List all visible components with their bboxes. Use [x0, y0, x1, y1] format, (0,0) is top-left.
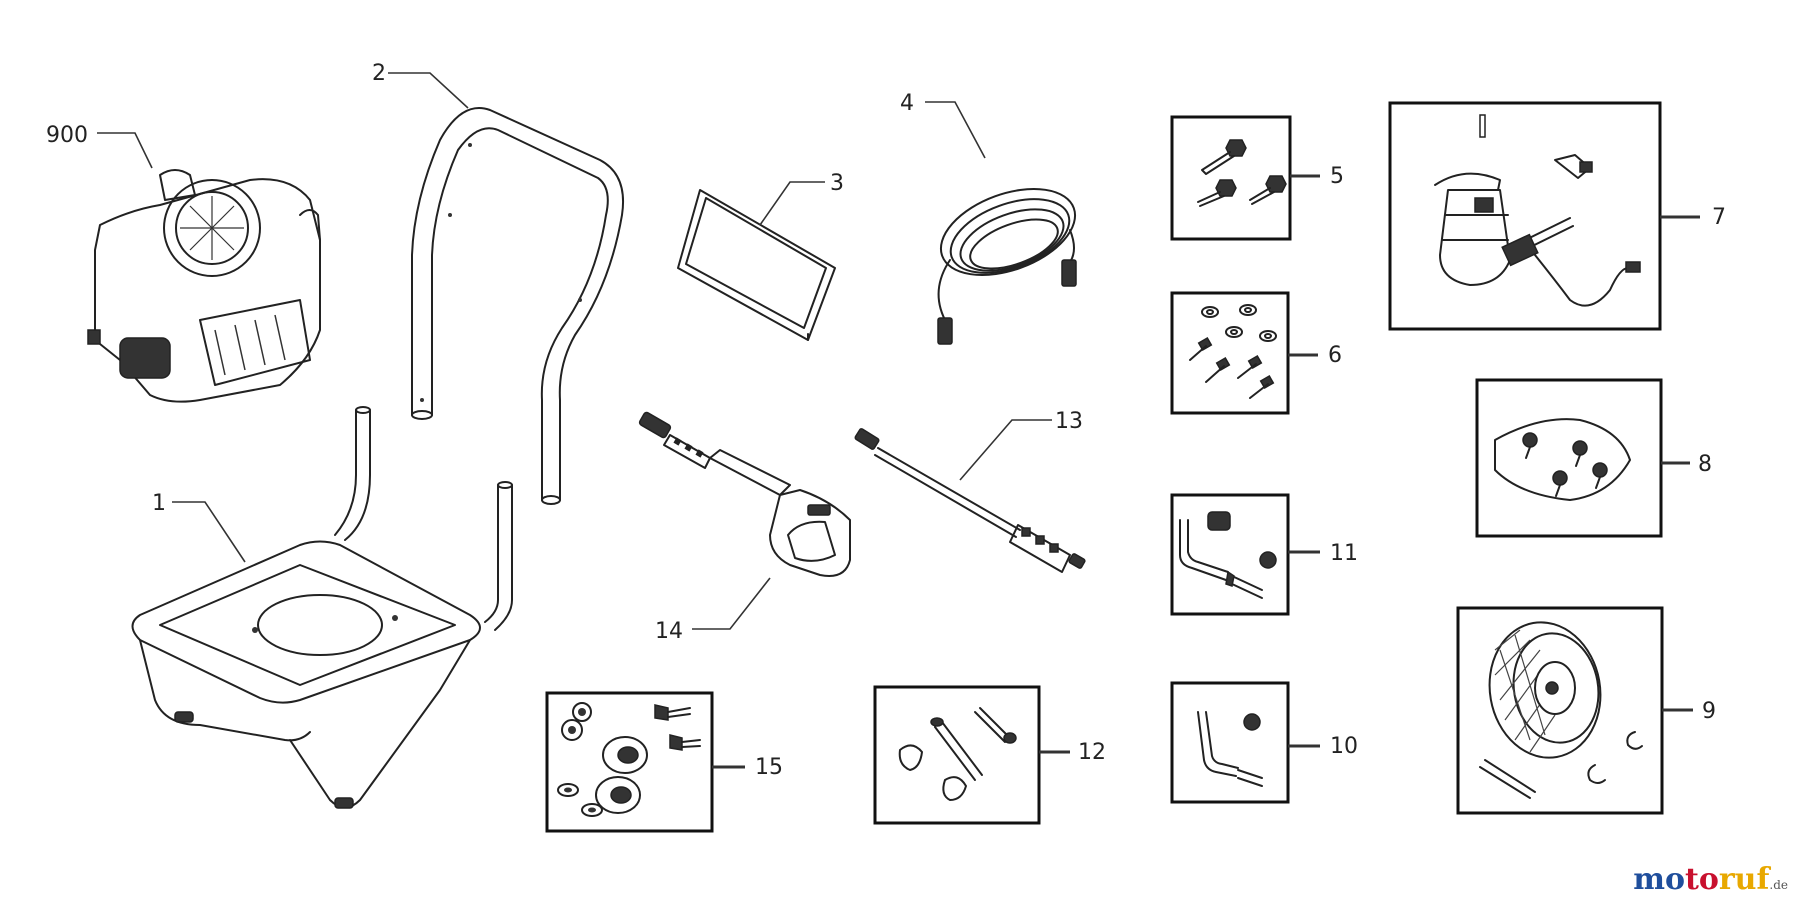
- plate-part: [677, 189, 836, 341]
- svg-text:3: 3: [830, 171, 844, 196]
- callout-10: 10: [1288, 734, 1358, 759]
- svg-text:14: 14: [655, 619, 683, 644]
- lance-part: [854, 428, 1086, 573]
- spray-gun-part: [638, 411, 851, 577]
- svg-text:6: 6: [1328, 343, 1342, 368]
- bolt-knob-kit-box: [873, 685, 1041, 825]
- callout-5: 5: [1290, 164, 1344, 189]
- hardware-kit-box: [545, 691, 714, 833]
- svg-text:2: 2: [372, 61, 386, 86]
- hose-part: [937, 188, 1077, 345]
- callout-1: 1: [152, 491, 246, 563]
- bolt-kit-box: [1170, 115, 1292, 241]
- pin-bolt-kit-box: [1170, 493, 1290, 616]
- svg-text:12: 12: [1078, 740, 1106, 765]
- base-frame-part: [131, 406, 513, 809]
- callout-9: 9: [1662, 699, 1716, 724]
- callout-14: 14: [655, 577, 771, 644]
- callout-900: 900: [46, 123, 153, 169]
- callout-12: 12: [1039, 740, 1106, 765]
- pin-kit-box: [1170, 681, 1290, 804]
- svg-text:5: 5: [1330, 164, 1344, 189]
- callout-3: 3: [759, 171, 844, 226]
- svg-text:8: 8: [1698, 452, 1712, 477]
- callout-11: 11: [1288, 541, 1358, 566]
- svg-text:900: 900: [46, 123, 88, 148]
- wheel-kit-box: [1456, 606, 1664, 815]
- callout-4: 3 4: [900, 91, 986, 159]
- svg-text:9: 9: [1702, 699, 1716, 724]
- callout-15: 15 15: [712, 755, 783, 780]
- svg-text:7: 7: [1712, 205, 1726, 230]
- handle-part: [411, 107, 624, 505]
- bolt-washer-kit-box: [1170, 291, 1290, 415]
- engine-part: [87, 169, 321, 403]
- svg-text:10: 10: [1330, 734, 1358, 759]
- watermark-logo: motoruf.de: [1633, 862, 1788, 897]
- svg-text:11: 11: [1330, 541, 1358, 566]
- svg-text:4: 4: [900, 91, 914, 116]
- callout-2: 2: [372, 61, 469, 109]
- pump-assembly-box: [1388, 101, 1662, 331]
- callout-6: 6: [1288, 343, 1342, 368]
- callout-8: 8: [1661, 452, 1712, 477]
- svg-text:13: 13: [1055, 409, 1083, 434]
- svg-text:1: 1: [152, 491, 166, 516]
- svg-text:15: 15: [755, 755, 783, 780]
- callout-7: 7: [1660, 205, 1726, 230]
- nozzle-kit-box: [1475, 378, 1663, 538]
- callout-13: 13: [959, 409, 1083, 481]
